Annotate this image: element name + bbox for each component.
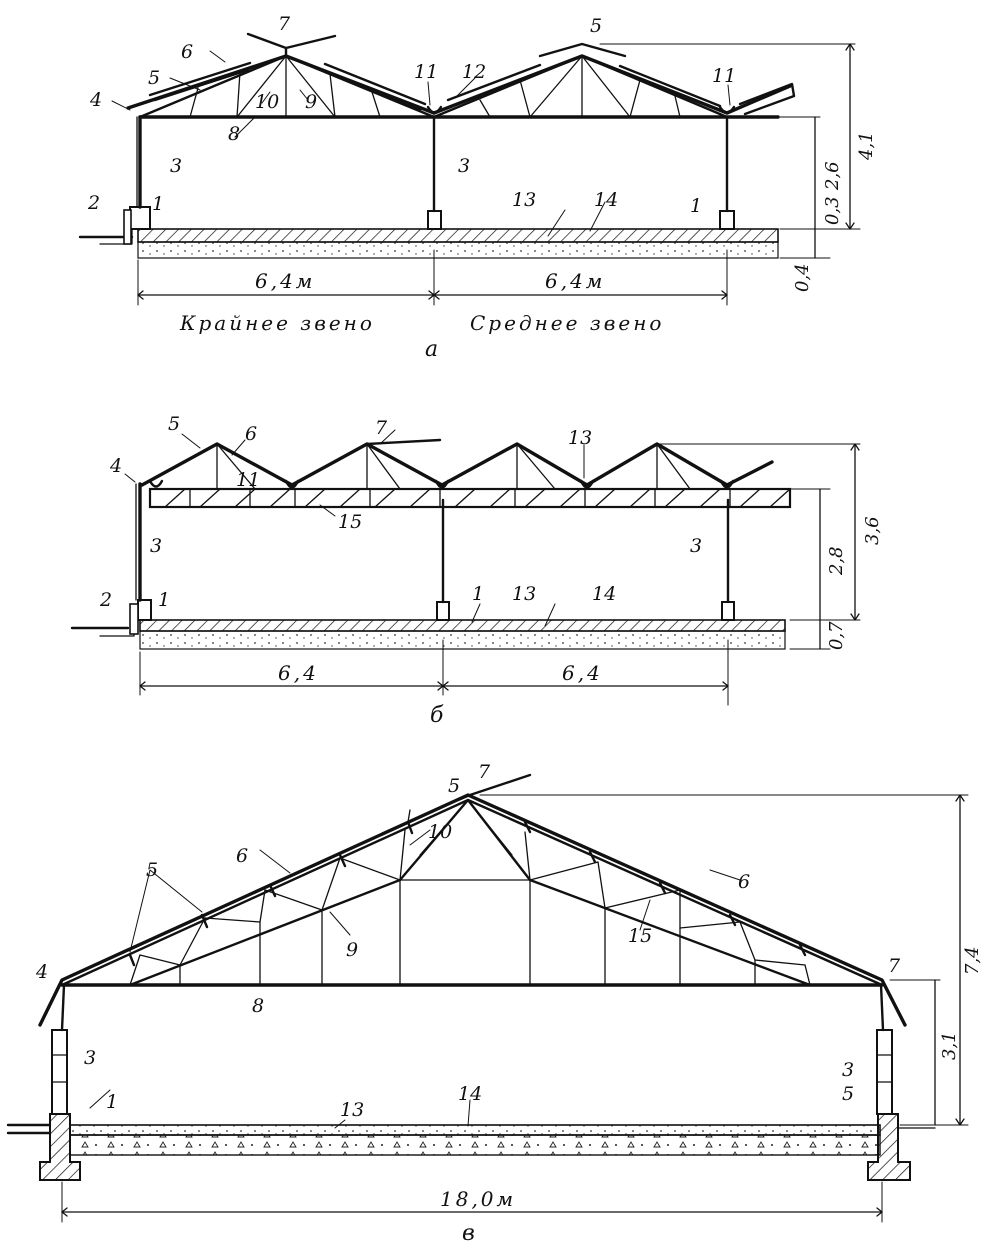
- callout-1-right: 1: [690, 195, 702, 217]
- b-callout-14: 14: [592, 583, 616, 605]
- subcaption-a: а: [425, 337, 438, 362]
- callout-14: 14: [594, 189, 618, 211]
- b-callout-15: 15: [338, 511, 362, 533]
- c-callout-4: 4: [35, 961, 48, 983]
- callout-10: 10: [255, 91, 279, 113]
- foundation-1-mid: [427, 210, 442, 230]
- b-callout-13: 13: [512, 583, 536, 605]
- span-right-b: 6,4: [562, 661, 603, 685]
- c-callout-5-left: 5: [146, 859, 158, 881]
- callout-11-mid: 11: [414, 61, 438, 83]
- callout-9: 9: [305, 91, 317, 113]
- subcaption-c: в: [462, 1221, 475, 1246]
- caption-edge-section: Крайнее звено: [179, 311, 375, 335]
- c-callout-6-right: 6: [738, 871, 750, 893]
- b-callout-5: 5: [168, 413, 180, 435]
- b-callout-11: 13: [568, 427, 592, 449]
- callout-8: 8: [228, 123, 240, 145]
- callout-6: 6: [181, 41, 193, 63]
- foundation-1-left: [129, 206, 151, 230]
- b-callout-2: 2: [99, 589, 112, 611]
- callout-4: 4: [89, 89, 102, 111]
- dim-3-6: 3,6: [862, 516, 883, 545]
- c-callout-15: 15: [628, 925, 652, 947]
- b-callout-1-left: 1: [158, 589, 170, 611]
- callout-3-mid: 3: [458, 155, 470, 177]
- figure-a: 1 2 3 4 5 6 7 8 9 10 11 11 12 5 3 13 14 …: [78, 13, 877, 362]
- b-callout-3-right: 3: [690, 535, 702, 557]
- callout-5-right: 5: [590, 15, 602, 37]
- floor-slab-13-c: [69, 1124, 881, 1136]
- dim-0-3: 0,3: [822, 196, 843, 225]
- callout-5-left: 5: [148, 67, 160, 89]
- dim-0-4: 0,4: [792, 263, 813, 292]
- c-callout-1: 1: [106, 1091, 118, 1113]
- c-callout-3-right: 3: [842, 1059, 854, 1081]
- floor-slab-13-b: [139, 619, 786, 632]
- b-callout-7: 7: [375, 417, 388, 439]
- c-callout-5-right: 5: [842, 1083, 854, 1105]
- floor-slab-13: [137, 228, 779, 243]
- foundation-2: [123, 209, 132, 245]
- caption-middle-section: Среднее звено: [470, 311, 664, 335]
- span-left-b: 6,4: [278, 661, 319, 685]
- dim-2-8: 2,8: [826, 546, 847, 576]
- c-callout-13: 13: [340, 1099, 364, 1121]
- figure-b: 4 5 6 11 7 13 15 3 3 2 1 1 13 14 6,4 6,4…: [70, 413, 883, 728]
- callout-13: 13: [512, 189, 536, 211]
- b-callout-6: 6: [245, 423, 257, 445]
- c-callout-7-right: 7: [888, 955, 901, 977]
- dim-4-1: 4,1: [856, 131, 877, 161]
- span-left-a: 6,4м: [255, 269, 315, 293]
- callout-12: 12: [462, 61, 486, 83]
- dim-7-4: 7,4: [962, 946, 983, 975]
- soil-base-14: [137, 241, 779, 259]
- soil-base-14-b: [139, 630, 786, 650]
- dim-3-1: 3,1: [939, 1031, 960, 1060]
- foundation-1-right: [719, 210, 735, 230]
- b-callout-4: 4: [109, 455, 122, 477]
- foundation-right-c: [867, 1113, 911, 1181]
- dim-2-6: 2,6: [822, 161, 843, 191]
- c-callout-7-top: 7: [478, 761, 491, 783]
- subcaption-b: б: [430, 703, 444, 728]
- c-callout-9: 9: [346, 939, 358, 961]
- c-callout-14: 14: [458, 1083, 482, 1105]
- callout-7: 7: [278, 13, 291, 35]
- callout-11-right: 11: [712, 65, 736, 87]
- b-callout-9: 11: [236, 469, 260, 491]
- c-callout-3-left: 3: [84, 1047, 96, 1069]
- b-callout-3-left: 3: [150, 535, 162, 557]
- dim-0-7: 0,7: [826, 621, 847, 650]
- foundation-left-c: [39, 1113, 81, 1181]
- callout-3-left: 3: [170, 155, 182, 177]
- figure-c: 4 5 7 6 10 5 9 6 15 7 8 3 3 5 1 13 14 18…: [6, 761, 983, 1246]
- b-callout-1-mid: 1: [472, 583, 484, 605]
- span-c: 18,0м: [440, 1187, 516, 1211]
- callout-2: 2: [87, 192, 100, 214]
- span-right-a: 6,4м: [545, 269, 605, 293]
- soil-base-14-c: [69, 1134, 881, 1156]
- lattice-beam-15: [148, 487, 792, 509]
- callout-1-left: 1: [152, 193, 164, 215]
- c-callout-5-top: 5: [448, 775, 460, 797]
- c-callout-8: 8: [252, 995, 264, 1017]
- c-callout-10: 10: [428, 821, 452, 843]
- c-callout-6-left: 6: [236, 845, 248, 867]
